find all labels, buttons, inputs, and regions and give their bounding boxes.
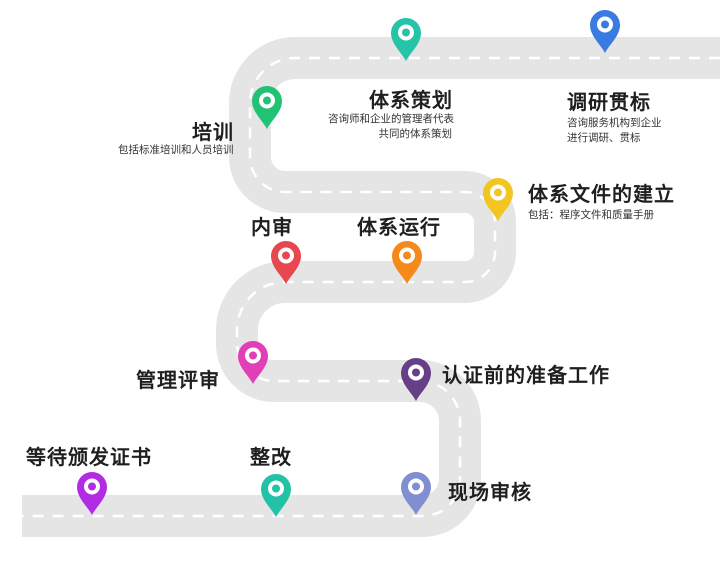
map-pin-icon [392,241,422,284]
step-2-desc-line-1: 咨询师和企业的管理者代表 [328,113,454,125]
step-2-pin [389,16,423,62]
map-pin-icon [271,241,301,284]
step-9-pin [399,470,433,516]
step-2-title: 体系策划 [369,88,453,112]
map-pin-icon [238,341,268,384]
step-6-title: 内审 [251,215,293,239]
step-2-desc: 咨询师和企业的管理者代表 共同的体系策划 [328,112,454,142]
step-2-desc-line-2: 共同的体系策划 [378,128,453,140]
step-10-pin [259,472,293,518]
step-4-desc: 包括：程序文件和质量手册 [528,208,654,223]
step-6-pin [269,239,303,285]
step-11-pin [75,470,109,516]
map-pin-icon [391,18,421,61]
map-pin-icon [590,10,620,53]
pin-dot [282,251,290,260]
map-pin-icon [483,178,513,221]
step-1-title: 调研贯标 [567,90,651,114]
step-4-pin [481,176,515,222]
step-8-title: 认证前的准备工作 [442,363,610,387]
pin-dot [403,251,411,260]
step-7-title: 管理评审 [136,368,220,392]
step-3-desc-line-1: 包括标准培训和人员培训 [118,144,234,156]
step-9-title: 现场审核 [448,480,532,504]
step-10-title: 整改 [250,445,292,469]
pin-dot [402,28,410,37]
step-7-pin [236,339,270,385]
step-1-desc-line-1: 咨询服务机构到企业 [567,117,662,129]
step-5-title: 体系运行 [357,215,441,239]
step-3-title: 培训 [192,120,234,144]
step-4-desc-line-1: 包括：程序文件和质量手册 [528,209,654,221]
step-3-desc: 包括标准培训和人员培训 [118,143,234,158]
step-1-desc: 咨询服务机构到企业 进行调研、贯标 [567,116,662,146]
step-1-desc-line-2: 进行调研、贯标 [567,132,641,144]
step-11-title: 等待颁发证书 [26,445,152,469]
pin-dot [88,482,96,491]
pin-dot [601,20,609,29]
pin-dot [494,188,502,197]
map-pin-icon [401,358,431,401]
map-pin-icon [401,472,431,515]
step-1-pin [588,8,622,54]
step-5-pin [390,239,424,285]
pin-dot [272,484,280,493]
map-pin-icon [252,86,282,129]
pin-dot [412,482,420,491]
step-4-title: 体系文件的建立 [528,182,675,206]
map-pin-icon [77,472,107,515]
map-pin-icon [261,474,291,517]
pin-dot [249,351,257,360]
pin-dot [412,368,420,377]
pin-dot [263,96,271,105]
step-8-pin [399,356,433,402]
step-3-pin [250,84,284,130]
